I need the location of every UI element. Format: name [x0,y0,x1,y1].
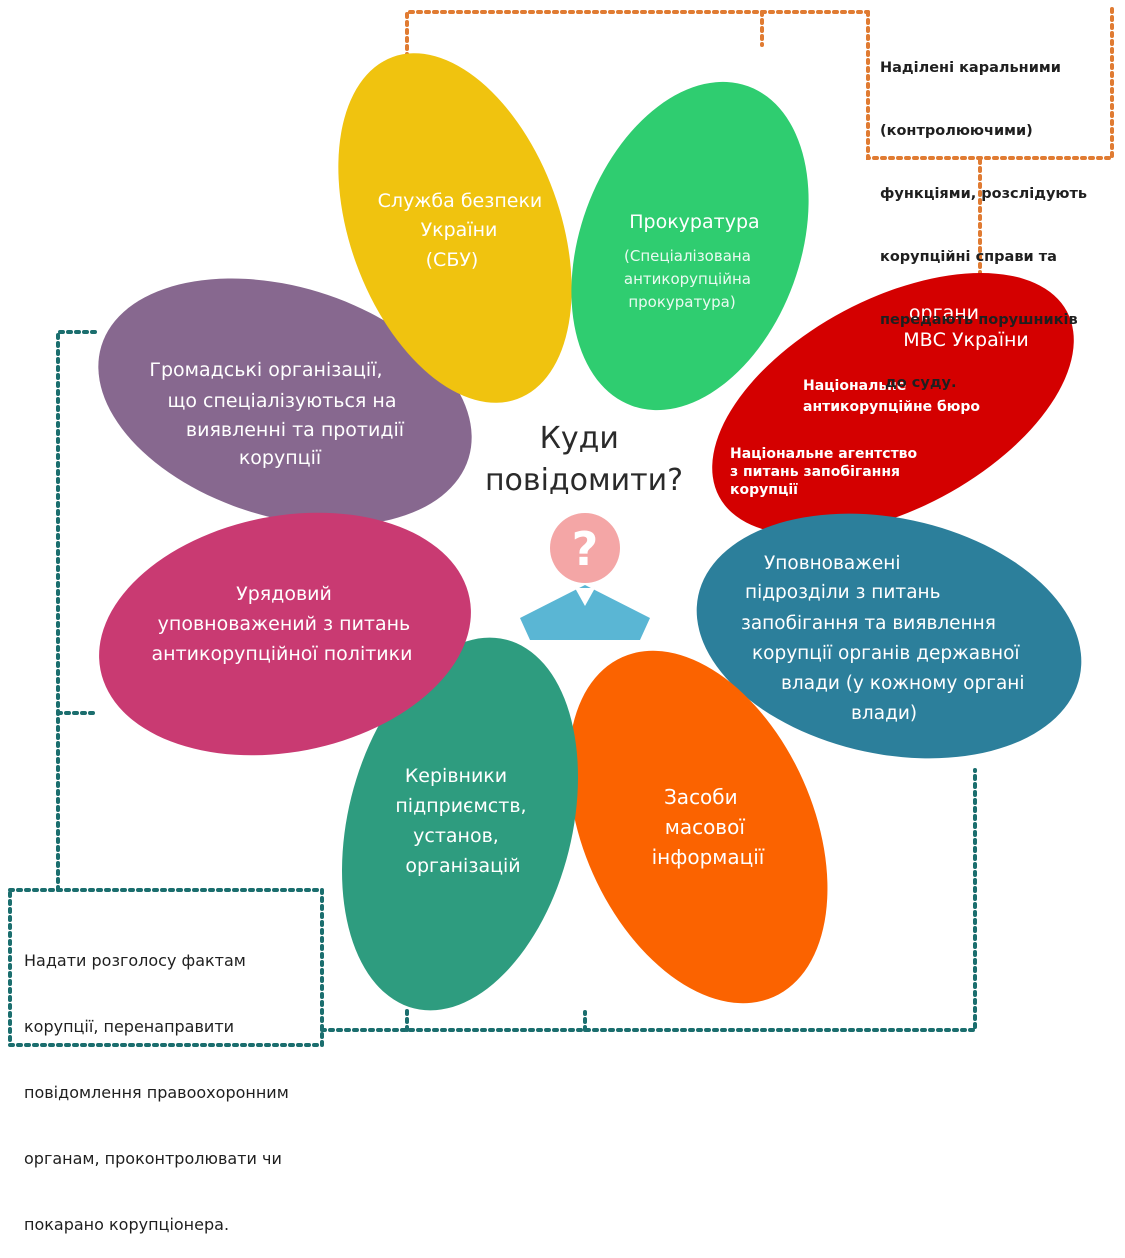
petal-ngo-line: корупції [239,447,322,469]
petal-authorized-units-line: влади) [851,703,917,724]
petal-mvs-item: Національне [803,378,906,394]
petal-mvs-item: антикорупційне бюро [803,399,980,415]
petal-authorized-units-line: влади (у кожному органі [781,673,1025,694]
petal-media-line: масової [665,815,746,839]
note-public-disclosure: Надати розголосу фактам корупції, перена… [24,906,289,1258]
petal-media-line: інформації [652,845,765,869]
petal-managers-line: підприємств, [395,795,526,817]
orange-bracket-top [405,10,870,67]
petal-mvs: органи МВС України Національне антикоруп… [712,273,1074,535]
petal-authorized-units-line: підрозділи з питань [745,582,941,603]
petal-managers-shape [342,637,578,1011]
question-mark: ? [572,522,599,576]
note-punitive-line: функціями, розслідують [880,186,1088,202]
center-question: Куди повідомити? [485,421,683,498]
petal-ngo: Громадські організації, що спеціалізують… [98,278,472,526]
petal-prosecutor-title: Прокуратура [629,211,759,233]
petal-prosecutor-subline: (Спеціалізована [624,247,751,265]
petal-authorized-units-line: Уповноважені [764,553,901,574]
petal-ngo-line: що спеціалізуються на [167,390,396,412]
petal-ngo-line: Громадські організації, [149,359,382,381]
petal-ngo-shape [98,278,472,526]
petal-mvs-item: з питань запобігання [730,464,900,480]
note-punitive-line: корупційні справи та [880,249,1057,265]
petal-managers-line: Керівники [405,765,507,787]
petal-media: Засоби масової інформації [568,650,828,1004]
person-head [550,513,620,583]
petal-government-commissioner-line: уповноважений з питань [158,613,411,635]
teal-left-bracket [56,330,97,897]
petal-mvs-label: органи МВС України [903,302,1029,351]
diagram-canvas: Громадські організації, що спеціалізують… [8,6,1114,1047]
person-question-icon: ? [520,513,650,640]
petal-mvs-item: корупції [730,482,798,498]
petal-government-commissioner-line: антикорупційної політики [152,643,413,665]
note-punitive-line: передають порушників [880,312,1078,328]
petal-managers-line: організацій [405,855,520,877]
center-question-line: Куди [540,421,619,456]
petal-prosecutor: Прокуратура (Спеціалізована антикорупцій… [571,81,809,411]
petal-sbu-shape [338,53,572,403]
petal-authorized-units: Уповноважені підрозділи з питань запобіг… [696,513,1082,759]
orange-dotted-connectors [405,6,1114,285]
petal-media-line: Засоби [664,785,738,809]
note-public-line: органам, проконтролювати чи [24,1149,282,1168]
petal-authorized-units-shape [696,513,1082,759]
petal-sbu-line: Служба безпеки [378,190,543,212]
petal-prosecutor-subline: прокуратура) [628,293,735,311]
petal-prosecutor-subline: антикорупційна [624,270,751,288]
petal-ngo-line: виявленні та протидії [186,419,405,441]
petal-managers-line: установ, [413,825,499,847]
petal-prosecutor-label: Прокуратура (Спеціалізована антикорупцій… [624,211,765,311]
note-punitive-line: до суду. [880,375,957,391]
petal-prosecutor-shape [571,81,809,411]
note-punitive-line: (контролюючими) [880,123,1033,139]
petal-government-commissioner-line: Урядовий [236,583,332,605]
teal-dotted-connectors [8,330,977,1047]
petal-sbu: Служба безпеки України (СБУ) [338,53,572,403]
note-public-line: покарано корупціонера. [24,1215,230,1234]
petal-managers: Керівники підприємств, установ, організа… [342,637,578,1011]
petal-mvs-title: МВС України [903,329,1029,351]
petal-authorized-units-label: Уповноважені підрозділи з питань запобіг… [741,553,1030,724]
petal-managers-label: Керівники підприємств, установ, організа… [395,765,532,877]
orange-bracket-note [866,6,1114,160]
note-punitive-line: Наділені каральними [880,60,1061,76]
petal-authorized-units-line: корупції органів державної [752,643,1020,664]
center-question-line: повідомити? [485,463,683,498]
petal-ngo-label: Громадські організації, що спеціалізують… [149,359,410,469]
petal-mvs-shape [712,273,1074,535]
note-public-line: повідомлення правоохоронним [24,1083,289,1102]
petal-government-commissioner: Урядовий уповноважений з питань антикору… [99,512,471,756]
petal-mvs-title: органи [909,302,979,324]
note-public-line: корупції, перенаправити [24,1017,235,1036]
note-punitive-functions: Наділені каральними (контролюючими) функ… [880,16,1087,415]
petal-government-commissioner-shape [99,512,471,756]
person-shoulders [520,585,650,640]
petal-government-commissioner-label: Урядовий уповноважений з питань антикору… [152,583,417,665]
teal-note-frame [8,888,324,1047]
petal-mvs-item: Національне агентство [730,446,918,462]
petal-sbu-label: Служба безпеки України (СБУ) [378,190,549,271]
petal-sbu-line: (СБУ) [426,249,479,271]
petal-media-shape [568,650,828,1004]
petal-mvs-items: Національне антикорупційне бюро Націонал… [730,378,985,498]
petal-authorized-units-line: запобігання та виявлення [741,613,996,634]
petal-sbu-line: України [421,219,498,241]
petal-media-label: Засоби масової інформації [652,785,765,869]
teal-bottom-bracket [320,768,977,1032]
note-public-line: Надати розголосу фактам [24,951,246,970]
person-collar [575,588,595,606]
